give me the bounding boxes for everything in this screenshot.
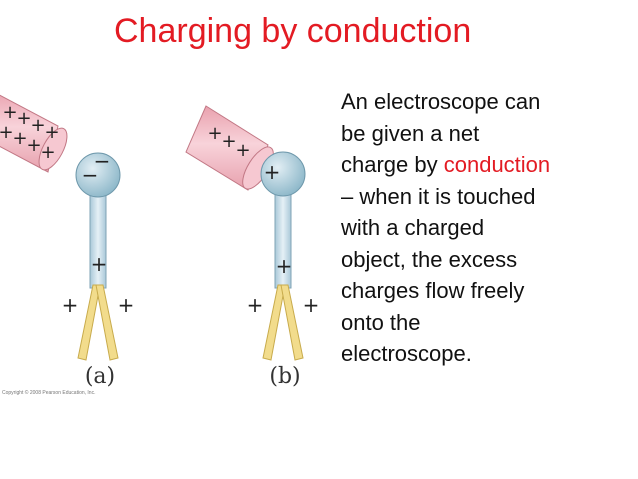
rod-charge-a: +	[2, 102, 17, 123]
rod-charge-b: +	[235, 140, 250, 161]
description-line: charge by conduction	[341, 149, 626, 181]
description-line: electroscope.	[341, 338, 626, 370]
rod-charge-a: +	[16, 108, 31, 129]
highlighted-term: conduction	[444, 152, 550, 177]
leaf-charge-b: +	[247, 293, 264, 317]
stem-charge-b: +	[276, 254, 293, 278]
rod-charge-a: +	[12, 128, 27, 149]
electroscope-leaf-b-right	[281, 285, 303, 360]
leaf-charge-a: +	[118, 293, 135, 317]
electroscope-leaf-a-left	[78, 285, 100, 360]
rod-charge-a: +	[30, 115, 45, 136]
text-segment: An electroscope can	[341, 89, 540, 114]
text-segment: – when it is touched	[341, 184, 535, 209]
electroscope-leaf-b-left	[263, 285, 285, 360]
text-segment: charge by	[341, 152, 444, 177]
text-segment: be given a net	[341, 121, 479, 146]
electroscope-figure: + + + + + + + + − − + + + (a) + + + + +	[0, 60, 330, 395]
electroscope-leaf-a-right	[96, 285, 118, 360]
caption-b: (b)	[269, 364, 300, 389]
description-line: onto the	[341, 307, 626, 339]
description-line: charges flow freely	[341, 275, 626, 307]
description-line: be given a net	[341, 118, 626, 150]
text-segment: object, the excess	[341, 247, 517, 272]
text-segment: electroscope.	[341, 341, 472, 366]
ball-charge-a: −	[82, 163, 99, 187]
text-segment: charges flow freely	[341, 278, 524, 303]
panel-b: + + + + + + + (b)	[186, 106, 319, 389]
text-segment: onto the	[341, 310, 421, 335]
caption-a: (a)	[85, 364, 115, 389]
rod-charge-a: +	[40, 142, 55, 163]
rod-charge-a: +	[44, 122, 59, 143]
stem-charge-a: +	[91, 252, 108, 276]
description-line: – when it is touched	[341, 181, 626, 213]
leaf-charge-b: +	[303, 293, 320, 317]
description-text: An electroscope can be given a net charge …	[341, 86, 626, 370]
rod-charge-b: +	[207, 123, 222, 144]
panel-a: + + + + + + + + − − + + + (a)	[0, 90, 134, 389]
text-segment: with a charged	[341, 215, 484, 240]
rod-charge-a: +	[26, 135, 41, 156]
charged-rod-a: + + + + + + + +	[0, 90, 73, 174]
ball-charge-b: +	[264, 160, 281, 184]
rod-charge-b: +	[221, 131, 236, 152]
description-line: An electroscope can	[341, 86, 626, 118]
slide-title: Charging by conduction	[114, 12, 471, 51]
leaf-charge-a: +	[62, 293, 79, 317]
description-line: object, the excess	[341, 244, 626, 276]
copyright-notice: Copyright © 2008 Pearson Education, Inc.	[2, 390, 95, 396]
description-line: with a charged	[341, 212, 626, 244]
